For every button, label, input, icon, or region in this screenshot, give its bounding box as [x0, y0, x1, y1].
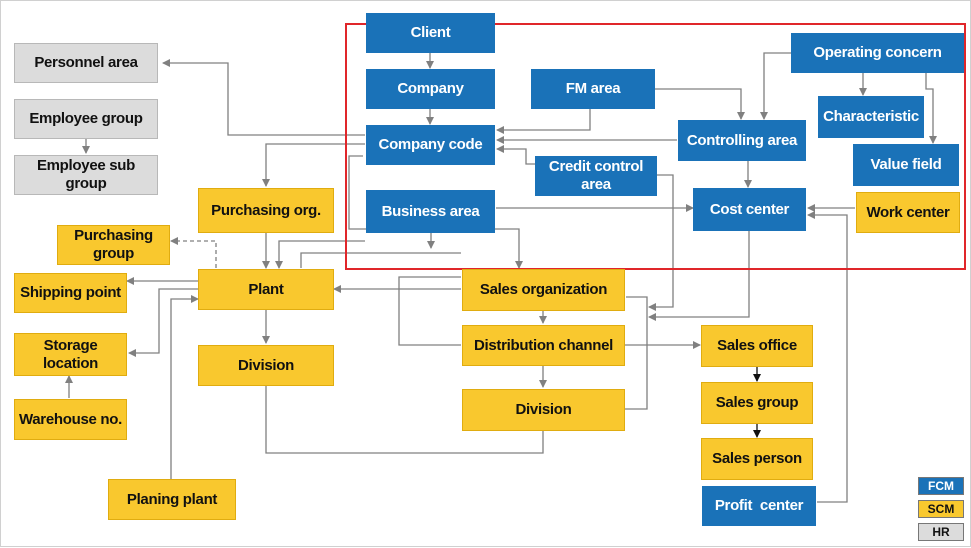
- legend-hr: HR: [918, 523, 964, 541]
- storage-location-label: Storage location: [42, 336, 99, 372]
- distribution-channel-label: Distribution channel: [473, 336, 613, 354]
- legend-fcm: FCM: [918, 477, 964, 495]
- client-label: Client: [410, 24, 451, 41]
- sales-group-label: Sales group: [715, 394, 799, 411]
- sales-organization-label: Sales organization: [479, 281, 608, 298]
- cost-center-label: Cost center: [709, 200, 790, 218]
- employee-sub-group-node[interactable]: Employee sub group: [14, 155, 158, 195]
- business-area-label: Business area: [381, 202, 480, 220]
- operating-concern-node[interactable]: Operating concern: [791, 33, 964, 73]
- work-center-label: Work center: [866, 203, 950, 221]
- distribution-channel-node[interactable]: Distribution channel: [462, 325, 625, 366]
- work-center-node[interactable]: Work center: [856, 192, 960, 233]
- purchasing-org-label: Purchasing org.: [211, 201, 321, 219]
- legend-scm: SCM: [918, 500, 964, 518]
- profit-center-label: Profit center: [714, 497, 804, 514]
- planing-plant-node[interactable]: Planing plant: [108, 479, 236, 520]
- shipping-point-node[interactable]: Shipping point: [14, 273, 127, 313]
- division-sales-node[interactable]: Division: [462, 389, 625, 431]
- storage-location-node[interactable]: Storage location: [14, 333, 127, 376]
- division-plant-node[interactable]: Division: [198, 345, 334, 386]
- company-node[interactable]: Company: [366, 69, 495, 109]
- value-field-node[interactable]: Value field: [853, 144, 959, 186]
- operating-concern-label: Operating concern: [813, 44, 942, 61]
- warehouse-no-label: Warehouse no.: [18, 410, 123, 428]
- value-field-label: Value field: [870, 156, 942, 173]
- controlling-area-label: Controlling area: [686, 131, 798, 149]
- credit-control-area-node[interactable]: Credit control area: [535, 156, 657, 196]
- plant-label: Plant: [248, 280, 284, 298]
- fcm-highlight-frame: [345, 23, 966, 270]
- company-label: Company: [397, 80, 464, 97]
- sales-person-label: Sales person: [712, 450, 802, 467]
- company-code-node[interactable]: Company code: [366, 125, 495, 165]
- sales-organization-node[interactable]: Sales organization: [462, 269, 625, 311]
- employee-group-label: Employee group: [29, 110, 143, 127]
- company-code-label: Company code: [378, 136, 483, 153]
- plant-node[interactable]: Plant: [198, 269, 334, 310]
- cost-center-node[interactable]: Cost center: [693, 188, 806, 231]
- legend-scm-label: SCM: [927, 502, 955, 516]
- controlling-area-node[interactable]: Controlling area: [678, 120, 806, 161]
- fm-area-node[interactable]: FM area: [531, 69, 655, 109]
- fm-area-label: FM area: [565, 80, 621, 97]
- legend-hr-label: HR: [932, 525, 950, 539]
- sales-group-node[interactable]: Sales group: [701, 382, 813, 424]
- shipping-point-label: Shipping point: [20, 284, 121, 301]
- sales-person-node[interactable]: Sales person: [701, 438, 813, 480]
- division-plant-label: Division: [238, 356, 294, 374]
- personnel-area-node[interactable]: Personnel area: [14, 43, 158, 83]
- purchasing-group-node[interactable]: Purchasing group: [57, 225, 170, 265]
- characteristic-node[interactable]: Characteristic: [818, 96, 924, 138]
- profit-center-node[interactable]: Profit center: [702, 486, 816, 526]
- sales-office-label: Sales office: [717, 337, 797, 354]
- planing-plant-label: Planing plant: [126, 490, 218, 508]
- business-area-node[interactable]: Business area: [366, 190, 495, 233]
- characteristic-label: Characteristic: [823, 108, 919, 125]
- legend-fcm-label: FCM: [928, 479, 954, 493]
- credit-control-area-label: Credit control area: [548, 158, 644, 193]
- employee-group-node[interactable]: Employee group: [14, 99, 158, 139]
- sales-office-node[interactable]: Sales office: [701, 325, 813, 367]
- employee-sub-group-label: Employee sub group: [36, 157, 136, 192]
- purchasing-org-node[interactable]: Purchasing org.: [198, 188, 334, 233]
- division-sales-label: Division: [515, 401, 572, 418]
- personnel-area-label: Personnel area: [34, 54, 138, 71]
- warehouse-no-node[interactable]: Warehouse no.: [14, 399, 127, 440]
- purchasing-group-label: Purchasing group: [74, 227, 153, 262]
- client-node[interactable]: Client: [366, 13, 495, 53]
